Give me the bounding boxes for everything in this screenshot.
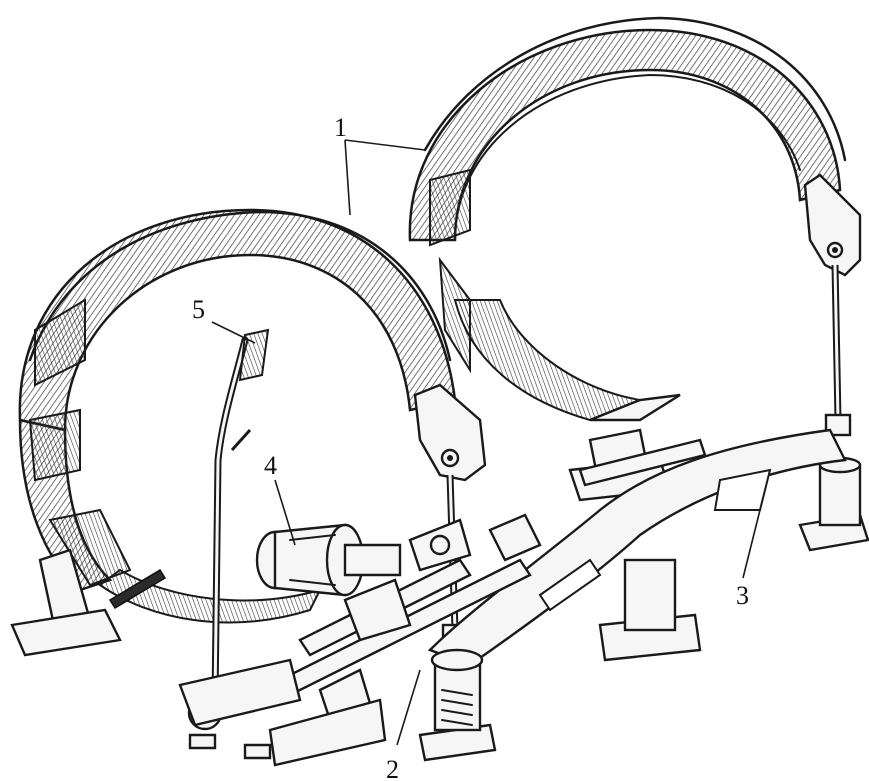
base-frame [268, 698, 387, 767]
callout-label-3: 3 [736, 581, 749, 610]
front-brake-band [18, 208, 487, 624]
callout-label-2: 2 [386, 755, 399, 781]
actuator-cylinder [255, 523, 402, 597]
left-support-foot [10, 548, 122, 657]
center-support-foot [598, 558, 702, 662]
rear-brake-band [408, 16, 862, 422]
callout-label-4: 4 [264, 451, 277, 480]
right-support-foot [798, 456, 869, 552]
lever-arm [427, 428, 847, 667]
callout-label-5: 5 [192, 295, 205, 324]
leader-lines [211, 139, 761, 746]
rear-pull-rod [824, 264, 852, 437]
spring-unit [418, 648, 497, 762]
hand-lever [178, 328, 302, 760]
callout-label-1: 1 [334, 113, 347, 142]
